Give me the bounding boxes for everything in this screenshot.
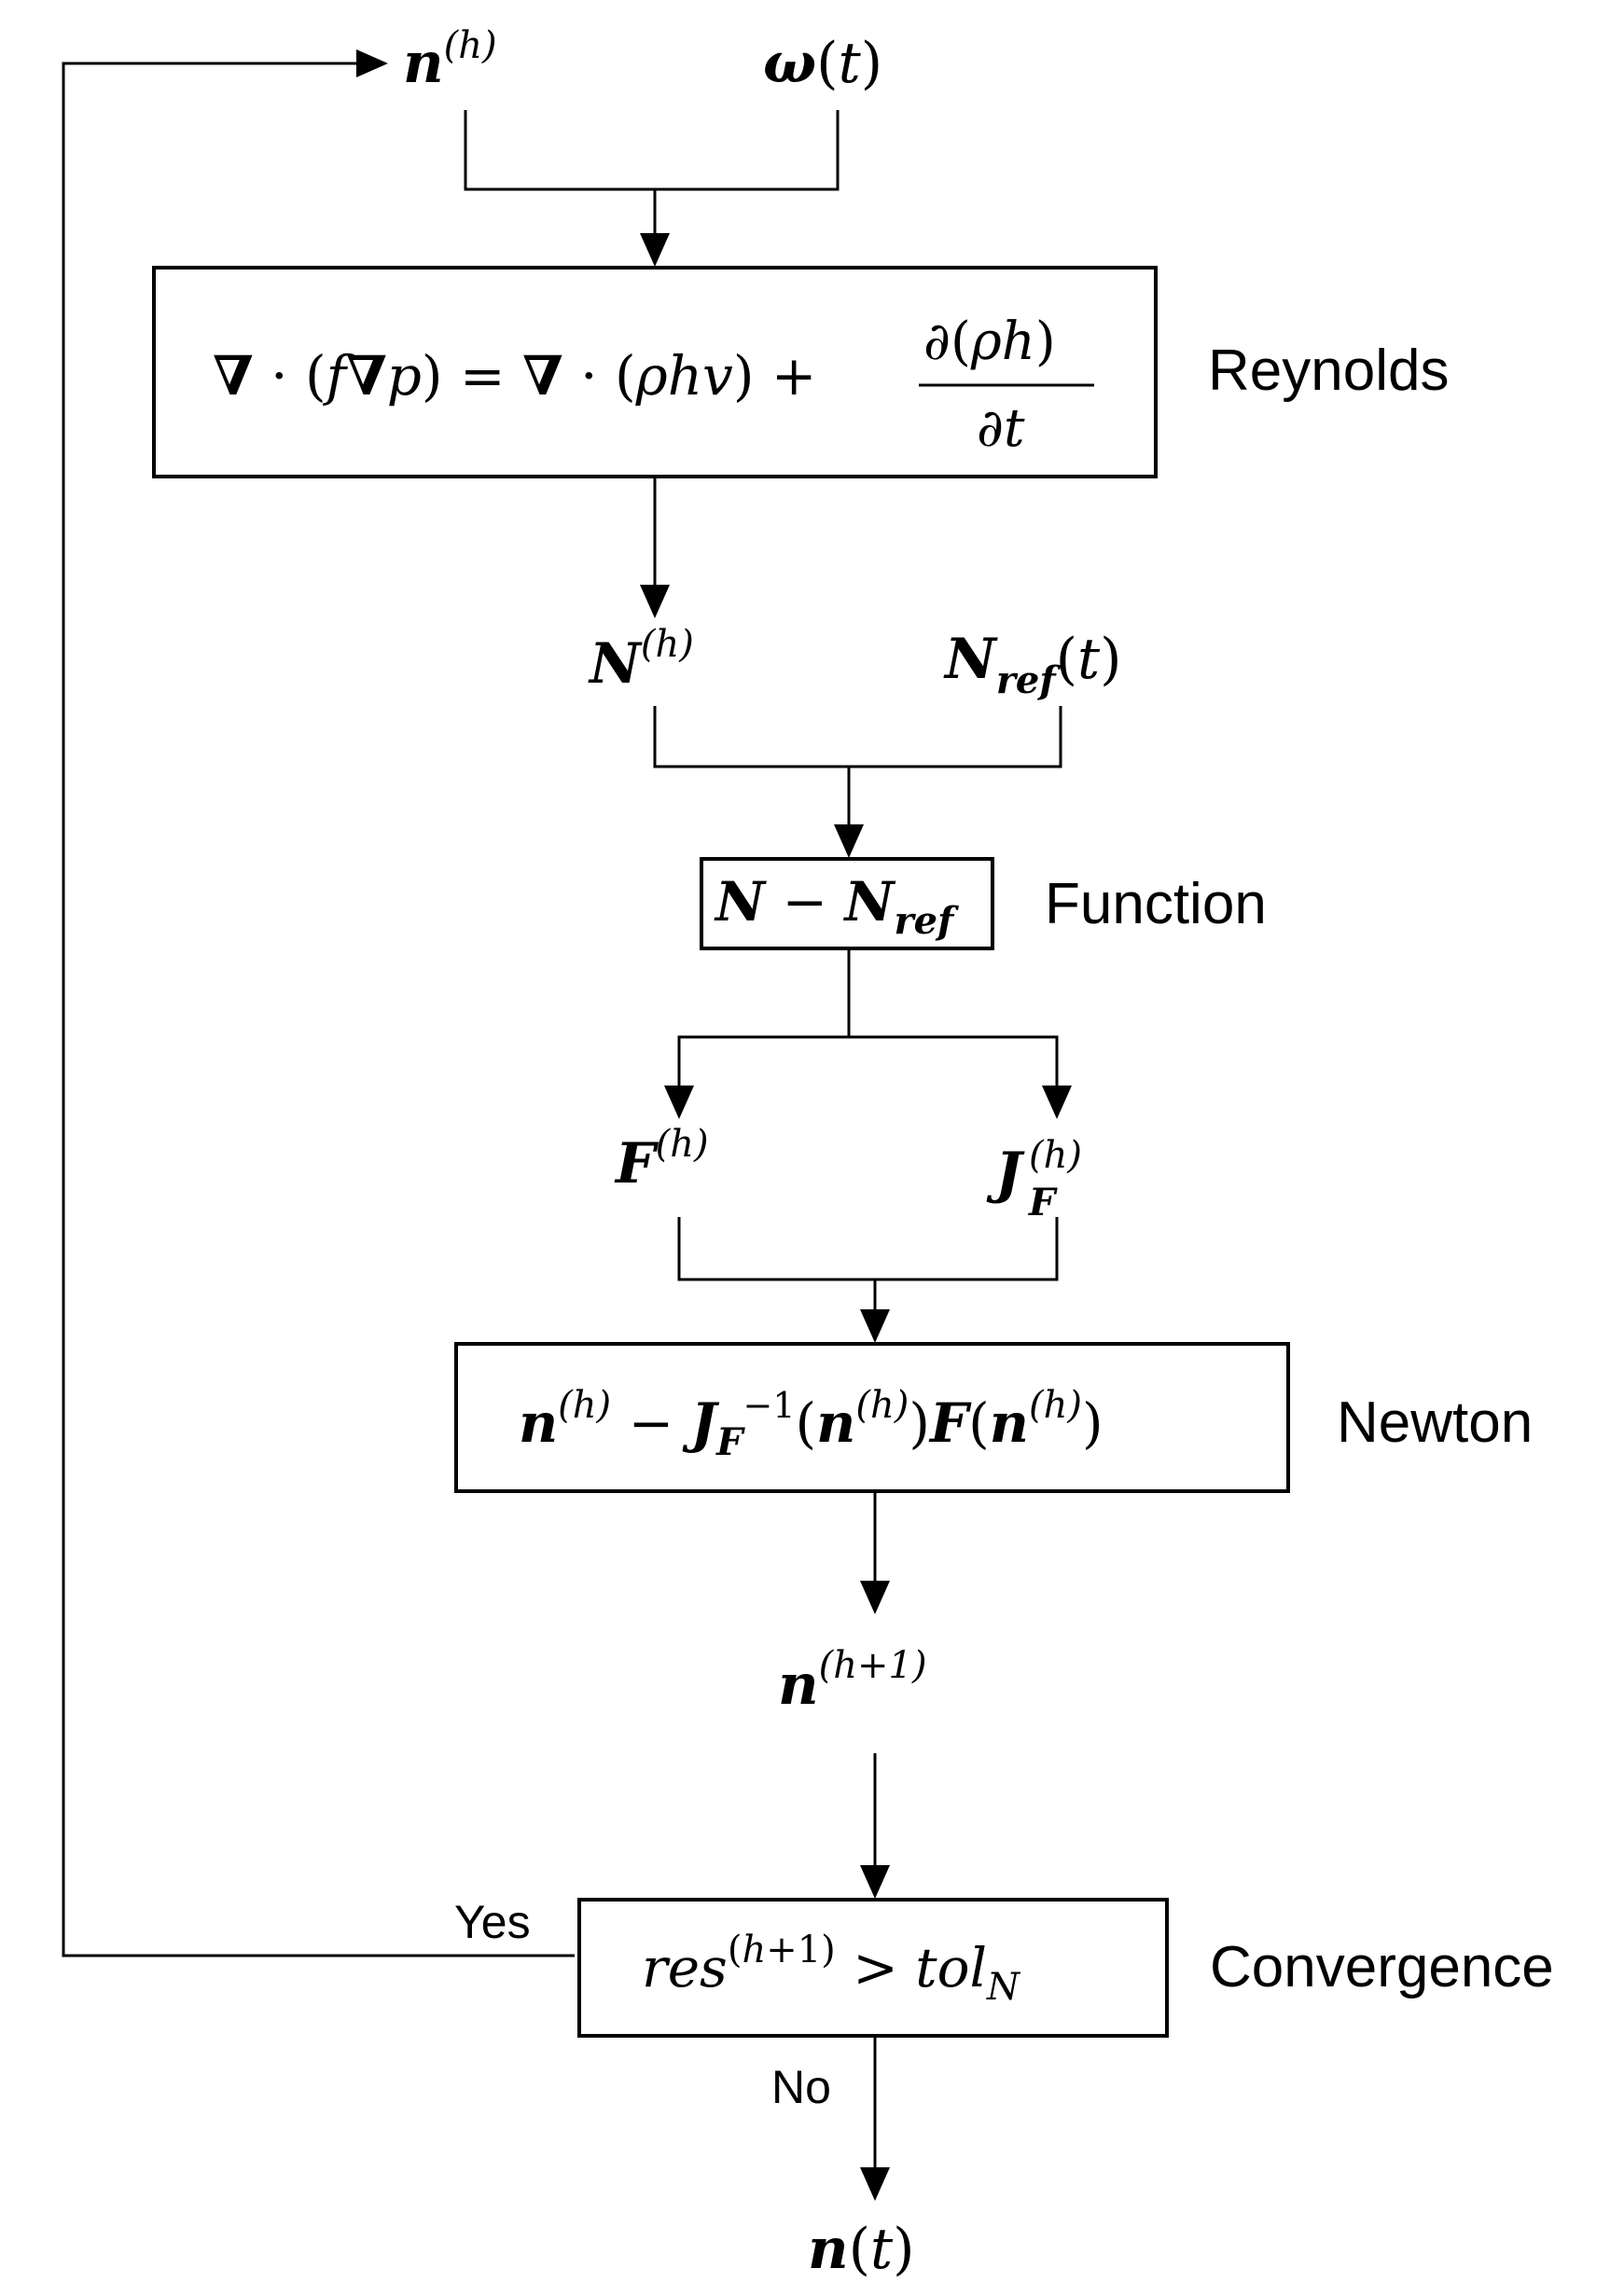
value-N-h: N(h)	[588, 623, 694, 697]
svg-text:∂(ρh): ∂(ρh)	[923, 311, 1056, 372]
reynolds-input-arrowhead	[640, 233, 670, 267]
newton-output-arrowhead	[860, 1581, 890, 1614]
output-n-t: n(t)	[808, 2217, 915, 2282]
feedback-loop-arrowhead	[356, 49, 388, 77]
function-input-arrowhead	[834, 824, 864, 858]
input-n-h: n(h)	[403, 24, 497, 96]
svg-text:n(t): n(t)	[808, 2217, 915, 2282]
svg-text:N(h): N(h)	[588, 623, 694, 697]
svg-text:Nref(t): Nref(t)	[943, 627, 1122, 702]
svg-text:n(h+1): n(h+1)	[778, 1644, 927, 1718]
svg-text:N − Nref: N − Nref	[714, 870, 959, 943]
reynolds-box	[152, 266, 1158, 478]
function-split-line	[677, 948, 851, 1086]
function-label: Function	[1045, 872, 1267, 936]
inputs-merge-line	[464, 110, 840, 191]
svg-text:F(h): F(h)	[614, 1123, 709, 1196]
function-merge-line	[653, 706, 1062, 768]
convergence-box	[577, 1898, 1169, 2038]
convergence-output-arrowhead	[860, 2167, 890, 2201]
input-omega-t: ω(t)	[763, 31, 882, 96]
convergence-condition: res(h+1) > tolN	[642, 1929, 1021, 2009]
convergence-label: Convergence	[1210, 1935, 1554, 1999]
value-F-h: F(h)	[614, 1123, 709, 1196]
svg-text:J: J	[986, 1141, 1025, 1206]
yes-branch-label: Yes	[454, 1896, 531, 1948]
svg-text:∂t: ∂t	[977, 398, 1025, 459]
feedback-loop-line	[62, 62, 575, 1957]
svg-text:ω(t): ω(t)	[763, 31, 882, 96]
reynolds-output-arrowhead	[640, 585, 670, 618]
no-branch-label: No	[771, 2061, 831, 2113]
newton-equation: n(h) − JF−1(n(h))F(n(h))	[519, 1384, 1103, 1464]
reynolds-label: Reynolds	[1208, 339, 1449, 403]
value-J-F-h: J F (h)	[986, 1134, 1082, 1224]
value-N-ref-t: Nref(t)	[943, 627, 1122, 702]
reynolds-equation: ∇ · (f∇p) = ∇ · (ρhv) + ∂(ρh) ∂t	[213, 311, 1094, 459]
value-n-h-plus-1: n(h+1)	[778, 1644, 927, 1718]
convergence-input-arrowhead	[860, 1865, 890, 1899]
svg-text:n(h) − JF−1(n(h))F(n(h)): n(h) − JF−1(n(h))F(n(h))	[519, 1384, 1103, 1464]
svg-text:F: F	[1028, 1181, 1058, 1224]
svg-text:(h): (h)	[1029, 1134, 1082, 1177]
split-left-arrowhead	[664, 1086, 694, 1119]
newton-box	[454, 1342, 1290, 1493]
function-split-right-line	[849, 1035, 1059, 1086]
svg-text:res(h+1) > tolN: res(h+1) > tolN	[642, 1929, 1021, 2009]
svg-text:n(h): n(h)	[403, 24, 497, 96]
function-box	[700, 857, 994, 950]
newton-label: Newton	[1337, 1390, 1533, 1455]
newton-merge-line	[677, 1217, 1059, 1281]
newton-input-arrowhead	[860, 1309, 890, 1343]
function-expression: N − Nref	[714, 870, 959, 943]
svg-text:∇ · (f∇p) = ∇ · (ρhv) +: ∇ · (f∇p) = ∇ · (ρhv) +	[213, 344, 817, 408]
split-right-arrowhead	[1042, 1086, 1072, 1119]
